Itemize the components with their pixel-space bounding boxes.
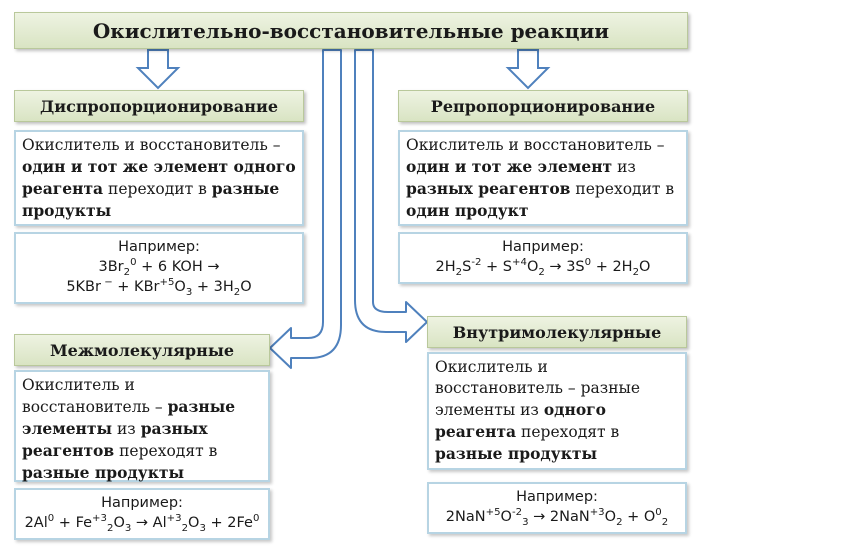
example-equation: 2NaN+5O-23 → 2NaN+3O2 + O02 xyxy=(445,507,669,528)
example-equation: 3Br20 + 6 KOH → xyxy=(98,257,220,278)
example-equation: 5KBr − + KBr+5O3 + 3H2O xyxy=(66,277,252,298)
example-label: Например: xyxy=(118,239,200,255)
desc-reproportionation: Окислитель и восстановитель – один и тот… xyxy=(398,130,688,226)
example-label: Например: xyxy=(502,239,584,255)
header-intramolecular: Внутримолекулярные xyxy=(427,316,687,348)
page-title: Окислительно-восстановительные реакции xyxy=(14,12,688,49)
example-disproportionation: Например: 3Br20 + 6 KOH → 5KBr − + KBr+5… xyxy=(14,232,304,304)
desc-text: Окислитель и восстановитель – разные эле… xyxy=(435,358,641,463)
desc-text: Окислитель и восстановитель – один и тот… xyxy=(22,136,296,220)
arrow-curve-intermolecular xyxy=(269,49,342,369)
example-label: Например: xyxy=(516,489,598,505)
example-intramolecular: Например: 2NaN+5O-23 → 2NaN+3O2 + O02 xyxy=(427,482,687,534)
header-disproportionation: Диспропорционирование xyxy=(14,90,304,122)
arrow-down-right xyxy=(505,49,551,90)
example-equation: 2Al0 + Fe+32O3 → Al+32O3 + 2Fe0 xyxy=(24,513,260,534)
arrow-down-left xyxy=(135,49,181,90)
header-reproportionation: Репропорционирование xyxy=(398,90,688,122)
arrow-curve-intramolecular xyxy=(354,49,428,343)
desc-text: Окислитель и восстановитель – разные эле… xyxy=(22,376,236,482)
example-reproportionation: Например: 2H2S-2 + S+4O2 → 3S0 + 2H2O xyxy=(398,232,688,284)
example-intermolecular: Например: 2Al0 + Fe+32O3 → Al+32O3 + 2Fe… xyxy=(14,488,270,540)
desc-intramolecular: Окислитель и восстановитель – разные эле… xyxy=(427,352,687,470)
header-intermolecular: Межмолекулярные xyxy=(14,334,270,366)
desc-intermolecular: Окислитель и восстановитель – разные эле… xyxy=(14,370,270,482)
desc-disproportionation: Окислитель и восстановитель – один и тот… xyxy=(14,130,304,226)
example-label: Например: xyxy=(101,495,183,511)
desc-text: Окислитель и восстановитель – один и тот… xyxy=(406,136,675,220)
example-equation: 2H2S-2 + S+4O2 → 3S0 + 2H2O xyxy=(435,257,651,278)
